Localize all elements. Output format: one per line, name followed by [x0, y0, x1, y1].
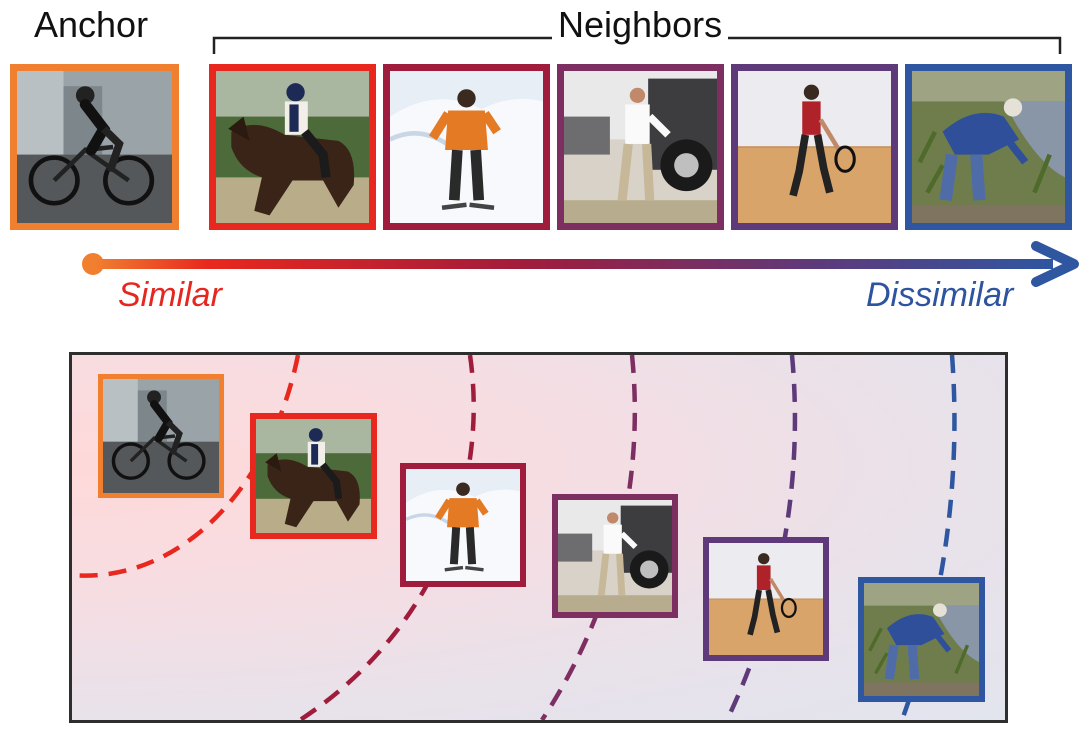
- embedded-neighbor-image-4: [703, 537, 829, 661]
- embedded-anchor-image: [98, 374, 224, 498]
- arrow-shaft: [93, 259, 1053, 269]
- farmer-bending-photo: [864, 583, 979, 696]
- cyclist-photo: [103, 379, 219, 493]
- anchor-heading: Anchor: [34, 4, 149, 45]
- neighbor-image-2: [383, 64, 550, 230]
- embedded-neighbor-image-5: [858, 577, 985, 702]
- horse-rider-photo: [216, 71, 369, 223]
- anchor-image: [10, 64, 179, 230]
- ring-1: [72, 355, 301, 578]
- man-at-truck-photo: [558, 500, 672, 612]
- similar-label: Similar: [118, 276, 222, 314]
- dissimilar-label: Dissimilar: [866, 276, 1014, 314]
- neighbor-image-3: [557, 64, 724, 230]
- neighbor-image-1: [209, 64, 376, 230]
- farmer-bending-photo: [912, 71, 1065, 223]
- arrow-head: [1031, 241, 1079, 287]
- cyclist-photo: [17, 71, 172, 223]
- neighbors-heading: Neighbors: [552, 4, 729, 46]
- horse-rider-photo: [256, 419, 371, 533]
- skier-photo: [406, 469, 520, 581]
- skier-photo: [390, 71, 543, 223]
- racquetball-player-photo: [709, 543, 823, 655]
- neighbor-image-4: [731, 64, 898, 230]
- neighbor-image-5: [905, 64, 1072, 230]
- racquetball-player-photo: [738, 71, 891, 223]
- embedded-neighbor-image-2: [400, 463, 526, 587]
- embedded-neighbor-image-3: [552, 494, 678, 618]
- embedded-neighbor-image-1: [250, 413, 377, 539]
- man-at-truck-photo: [564, 71, 717, 223]
